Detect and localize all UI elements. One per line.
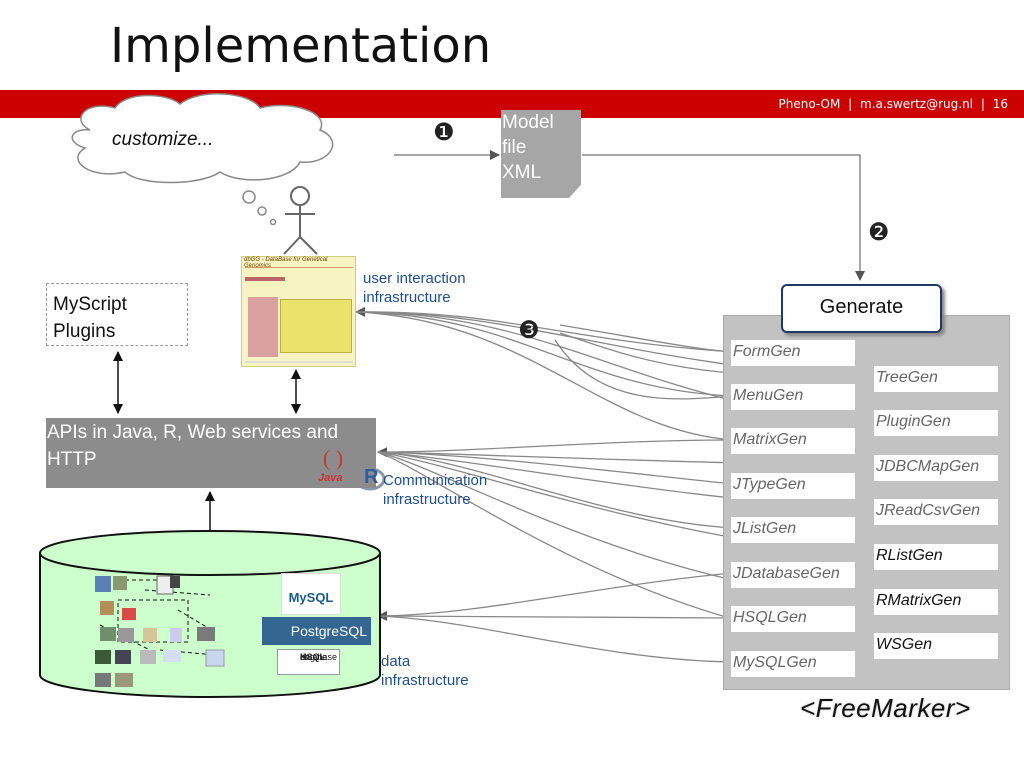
generator-hsqlgen: HSQLGen [731, 606, 855, 632]
thought-cloud [71, 93, 334, 226]
hsql-logo-line: database [300, 652, 338, 662]
generator-jdatabasegen: JDatabaseGen [731, 562, 855, 588]
generator-formgen: FormGen [731, 340, 855, 366]
step-three-marker: ❸ [518, 316, 540, 344]
generator-menugen: MenuGen [731, 384, 855, 410]
step-two-marker: ❷ [868, 218, 890, 246]
generator-mysqlgen: MySQLGen [731, 651, 855, 677]
java-logo: Java [318, 448, 346, 490]
model-file-line: file [502, 137, 527, 158]
user-interaction-label: user interaction infrastructure [363, 270, 466, 306]
generator-rmatrixgen: RMatrixGen [874, 589, 998, 615]
hsql-logo-title: HSQL [300, 652, 326, 662]
postgresql-logo: PostgreSQL [262, 617, 371, 645]
generator-matrixgen: MatrixGen [731, 428, 855, 454]
r-logo-letter: R [364, 466, 379, 488]
screenshot-header: dbGG - DataBase for Genetical Genomics [244, 257, 328, 269]
footer-page-number: 16 [992, 97, 1008, 111]
footer-email: m.a.swertz@rug.nl [860, 97, 974, 111]
generator-jdbcmapgen: JDBCMapGen [874, 455, 998, 481]
user-figure [283, 186, 318, 255]
footer-separator: | [848, 97, 853, 111]
hsql-logo: HSQL database engine [277, 649, 340, 675]
hsql-logo-line: engine [300, 652, 328, 662]
apis-text: APIs in Java, R, Web services and HTTP [47, 422, 339, 470]
generate-button[interactable]: Generate [781, 284, 942, 333]
footer-project: Pheno-OM [778, 97, 841, 111]
java-logo-text: Java [318, 472, 343, 484]
data-model-tiles [95, 575, 225, 687]
generator-plugingen: PluginGen [874, 410, 998, 436]
mysql-logo: MySQL [281, 573, 341, 615]
model-file-line: Model [502, 112, 554, 133]
step-one-marker: ❶ [433, 118, 455, 146]
generator-jreadcsvgen: JReadCsvGen [874, 499, 998, 525]
myscript-line: Plugins [53, 321, 116, 342]
slide-footer: Pheno-OM | m.a.swertz@rug.nl | 16 [776, 97, 1010, 111]
data-label: data infrastructure [381, 653, 469, 689]
page-title: Implementation [110, 18, 492, 74]
freemarker-logo: <FreeMarker> [800, 693, 971, 723]
generator-rlistgen: RListGen [874, 544, 998, 570]
generator-jtypegen: JTypeGen [731, 473, 855, 499]
generator-jlistgen: JListGen [731, 517, 855, 543]
generator-wsgen: WSGen [874, 633, 998, 659]
model-file-document: Model file XML [501, 110, 581, 198]
generator-treegen: TreeGen [874, 366, 998, 392]
app-screenshot-thumbnail: dbGG - DataBase for Genetical Genomics [241, 256, 356, 367]
footer-separator: | [980, 97, 985, 111]
cloud-text: customize... [112, 129, 214, 150]
model-file-line: XML [502, 162, 542, 183]
myscript-line: MyScript [53, 294, 127, 315]
myscript-plugins-box: MyScript Plugins [46, 283, 188, 346]
apis-box: APIs in Java, R, Web services and HTTP [46, 418, 376, 488]
communication-label: Communication infrastructure [383, 472, 488, 508]
